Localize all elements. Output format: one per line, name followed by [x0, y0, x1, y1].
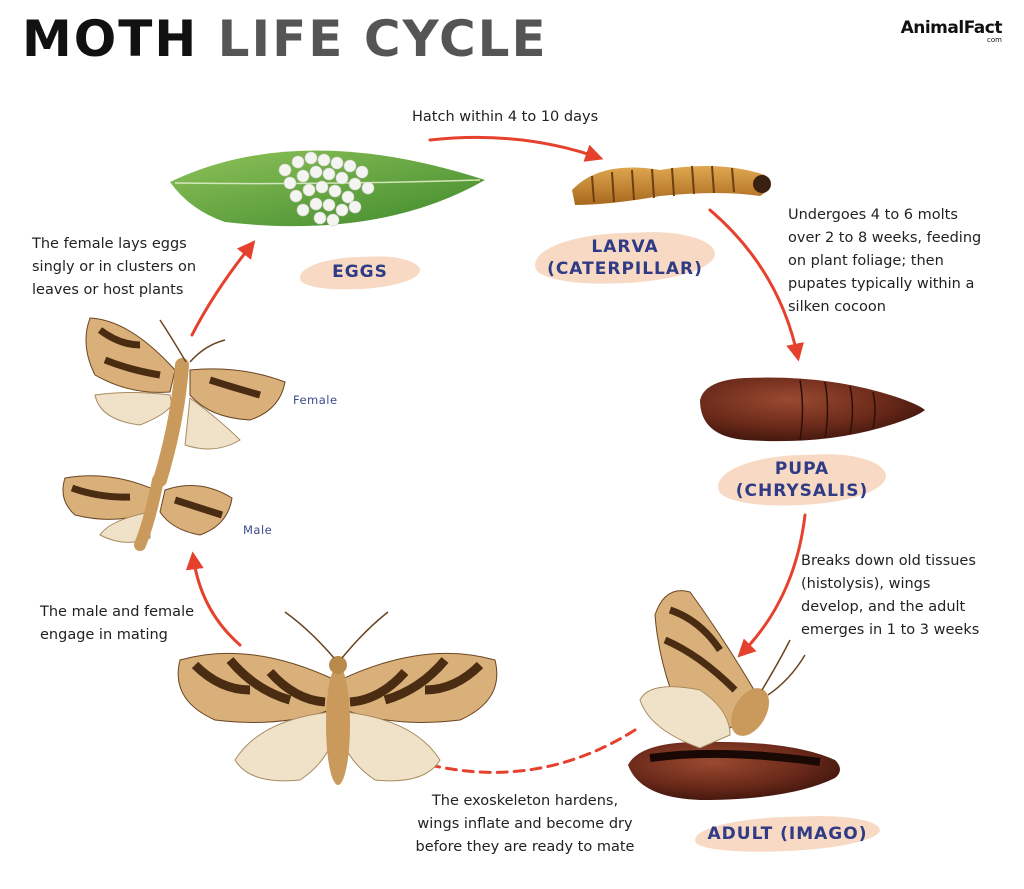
note-adult-line: The exoskeleton hardens, [431, 793, 619, 809]
stage-pupa-label-2: (CHRYSALIS) [735, 481, 869, 501]
moth-icon [177, 611, 498, 785]
note-larva-line: silken cocoon [788, 299, 886, 315]
note-larva-line: pupates typically within a [788, 276, 975, 292]
note-larva-line: over 2 to 8 weeks, feeding [788, 230, 982, 246]
emerging-moth-icon [628, 590, 840, 800]
label-female: Female [293, 393, 338, 407]
note-larva-line: Undergoes 4 to 6 molts [788, 207, 958, 223]
logo-sub: com [987, 36, 1002, 44]
caterpillar-icon [572, 165, 771, 205]
arrow-larva-to-pupa [708, 208, 804, 362]
stage-larva: LARVA (CATERPILLAR) [534, 229, 716, 287]
arrow-mating-to-mate-pair [185, 551, 242, 647]
note-larva-line: on plant foliage; then [788, 253, 944, 269]
note-pupa: Breaks down old tissues (histolysis), wi… [801, 550, 1016, 642]
stage-adult-label: ADULT (IMAGO) [707, 824, 868, 844]
note-eggs: The female lays eggs singly or in cluste… [32, 233, 252, 302]
note-eggs-line: singly or in clusters on [32, 259, 197, 275]
stage-pupa: PUPA (CHRYSALIS) [717, 452, 887, 508]
logo-name: AnimalFact [900, 18, 1003, 38]
stage-larva-label-2: (CATERPILLAR) [547, 259, 703, 279]
note-mating-line: engage in mating [40, 627, 168, 643]
leaf-with-eggs-icon [170, 150, 485, 227]
arrow-pair-to-eggs [190, 240, 256, 337]
note-pupa-line: (histolysis), wings [801, 576, 931, 592]
label-male: Male [243, 523, 273, 537]
stage-eggs: EGGS [299, 254, 421, 292]
note-pupa-line: Breaks down old tissues [801, 553, 976, 569]
stage-pupa-label-1: PUPA [774, 459, 830, 479]
note-pupa-line: develop, and the adult [801, 599, 966, 615]
stage-eggs-label: EGGS [332, 262, 388, 282]
arrow-adult-to-mating [428, 728, 637, 774]
cycle-arrows [185, 135, 807, 774]
page-title: MOTH LIFE CYCLE [22, 14, 548, 64]
note-mating-line: The male and female [40, 604, 195, 620]
note-adult-line: before they are ready to mate [415, 839, 635, 855]
brand-logo: AnimalFact com [900, 18, 1003, 45]
note-pupa-line: emerges in 1 to 3 weeks [801, 622, 980, 638]
arrow-pupa-to-adult [737, 513, 807, 658]
note-adult: The exoskeleton hardens, wings inflate a… [400, 790, 650, 859]
stage-adult: ADULT (IMAGO) [694, 813, 881, 855]
note-eggs-line: The female lays eggs [32, 236, 187, 252]
arrow-eggs-to-larva [428, 135, 604, 162]
pupa-icon [700, 377, 925, 442]
title-part-moth: MOTH [22, 10, 199, 68]
note-mating: The male and female engage in mating [40, 601, 240, 647]
note-eggs-line: leaves or host plants [32, 282, 184, 298]
note-larva: Undergoes 4 to 6 molts over 2 to 8 weeks… [788, 204, 1020, 319]
note-hatch: Hatch within 4 to 10 days [412, 109, 599, 125]
note-adult-line: wings inflate and become dry [417, 816, 633, 832]
mating-moths-icon [62, 317, 286, 551]
title-part-life-cycle: LIFE CYCLE [217, 10, 548, 68]
stage-larva-label-1: LARVA [591, 237, 659, 257]
